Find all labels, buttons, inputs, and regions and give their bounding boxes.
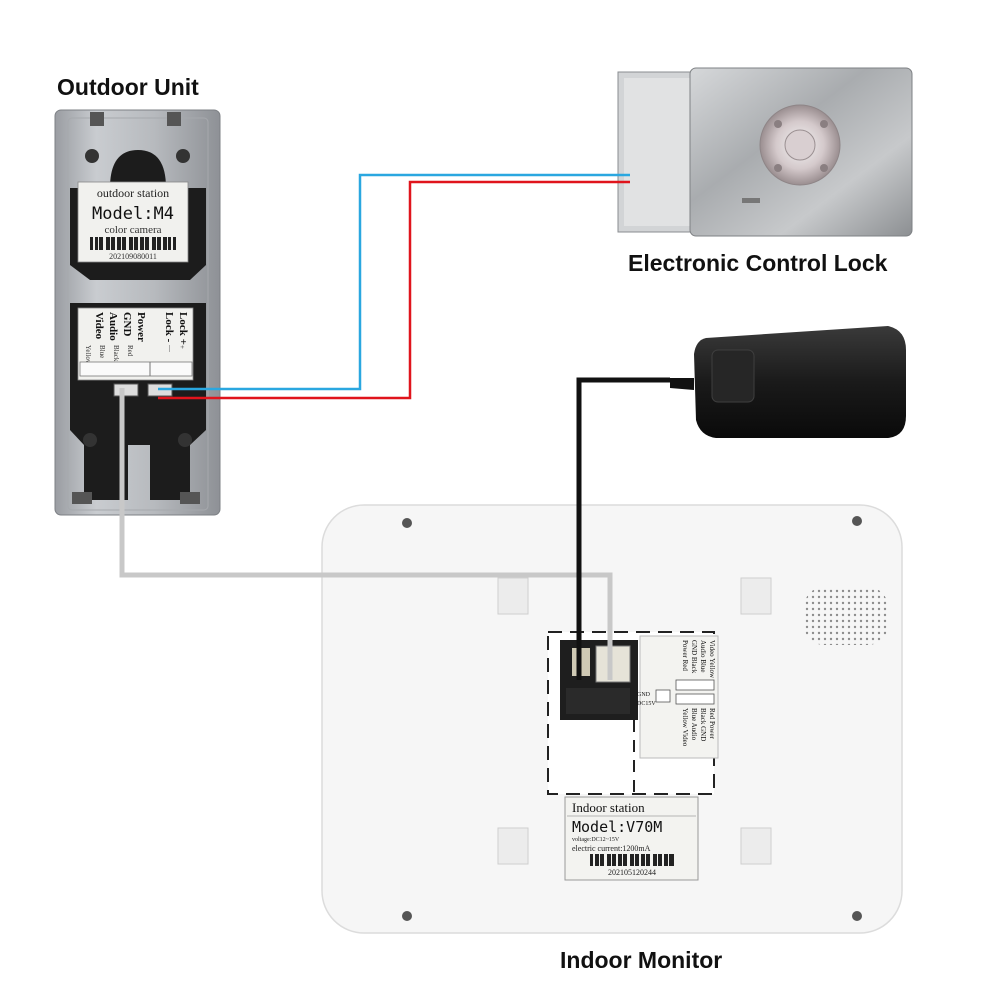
indoor-dc-gnd: GND <box>637 692 651 698</box>
terminal-color-lock-minus: — <box>166 344 174 353</box>
indoor-terminal-power-b: Red Power <box>708 708 716 740</box>
terminal-name-video: Video <box>93 312 105 340</box>
outdoor-terminal-colors: Yellow Blue Black Red — + <box>84 344 186 366</box>
indoor-label-current: electric current:1200mA <box>572 844 651 853</box>
terminal-color-black: Black <box>112 345 120 362</box>
terminal-name-lock-minus: Lock - <box>163 312 175 343</box>
indoor-label-voltage: voltage:DC12~15V <box>572 837 620 843</box>
indoor-terminal-gnd: GND Black <box>690 640 698 674</box>
indoor-label-model: Model:V70M <box>572 818 662 836</box>
barcode <box>90 237 176 250</box>
outdoor-label-sub: color camera <box>104 224 161 236</box>
outdoor-terminal-names: Video Audio GND Power Lock - Lock + <box>93 312 189 345</box>
gray-video-cable <box>119 388 613 680</box>
indoor-terminal-gnd-b: Black GND <box>699 708 707 741</box>
indoor-terminal-audio: Audio Blue <box>699 640 707 672</box>
black-power-cable <box>576 377 670 680</box>
terminal-name-audio: Audio <box>107 312 119 341</box>
terminal-color-red: Red <box>126 345 134 357</box>
indoor-label: Indoor station Model:V70M voltage:DC12~1… <box>564 796 699 881</box>
terminal-name-power: Power <box>135 312 147 342</box>
indoor-terminal-video: Video Yellow <box>708 640 716 679</box>
outdoor-label: outdoor station Model:M4 color camera <box>77 181 189 263</box>
terminal-name-gnd: GND <box>121 312 133 337</box>
outdoor-unit: outdoor station Model:M4 color camera <box>54 109 221 516</box>
indoor-monitor-caption: Indoor Monitor <box>560 947 723 973</box>
indoor-barcode <box>590 854 674 866</box>
terminal-color-blue: Blue <box>98 345 106 358</box>
wires <box>119 173 670 680</box>
video-connector <box>113 383 139 397</box>
terminal-name-lock-plus: Lock + <box>177 312 189 345</box>
blue-lock-wire <box>158 173 630 391</box>
indoor-dc-labels: GND DC15V <box>637 692 656 707</box>
lock-caption: Electronic Control Lock <box>628 250 888 276</box>
red-lock-wire <box>158 180 630 400</box>
terminal-color-yellow: Yellow <box>84 345 92 366</box>
indoor-terminals-top: Video Yellow Audio Blue GND Black Power … <box>681 640 716 679</box>
indoor-label-header: Indoor station <box>572 800 645 815</box>
indoor-dc-15v: DC15V <box>637 701 656 707</box>
indoor-terminal-video-b: Yellow Video <box>681 708 689 747</box>
indoor-label-serial: 202105120244 <box>608 868 656 877</box>
power-adapter <box>670 326 906 438</box>
outdoor-label-model: Model:M4 <box>92 204 174 224</box>
indoor-monitor: Video Yellow Audio Blue GND Black Power … <box>321 504 903 934</box>
electronic-lock <box>617 67 913 237</box>
indoor-terminal-power: Power Red <box>681 640 689 671</box>
indoor-terminal-audio-b: Blue Audio <box>690 708 698 741</box>
indoor-terminals-bottom: Red Power Black GND Blue Audio Yellow Vi… <box>681 708 716 747</box>
speaker-grill <box>804 587 888 645</box>
outdoor-label-serial: 202109080011 <box>109 252 157 261</box>
outdoor-unit-caption: Outdoor Unit <box>57 74 199 100</box>
outdoor-label-header: outdoor station <box>97 186 169 200</box>
terminal-color-lock-plus: + <box>178 345 186 349</box>
